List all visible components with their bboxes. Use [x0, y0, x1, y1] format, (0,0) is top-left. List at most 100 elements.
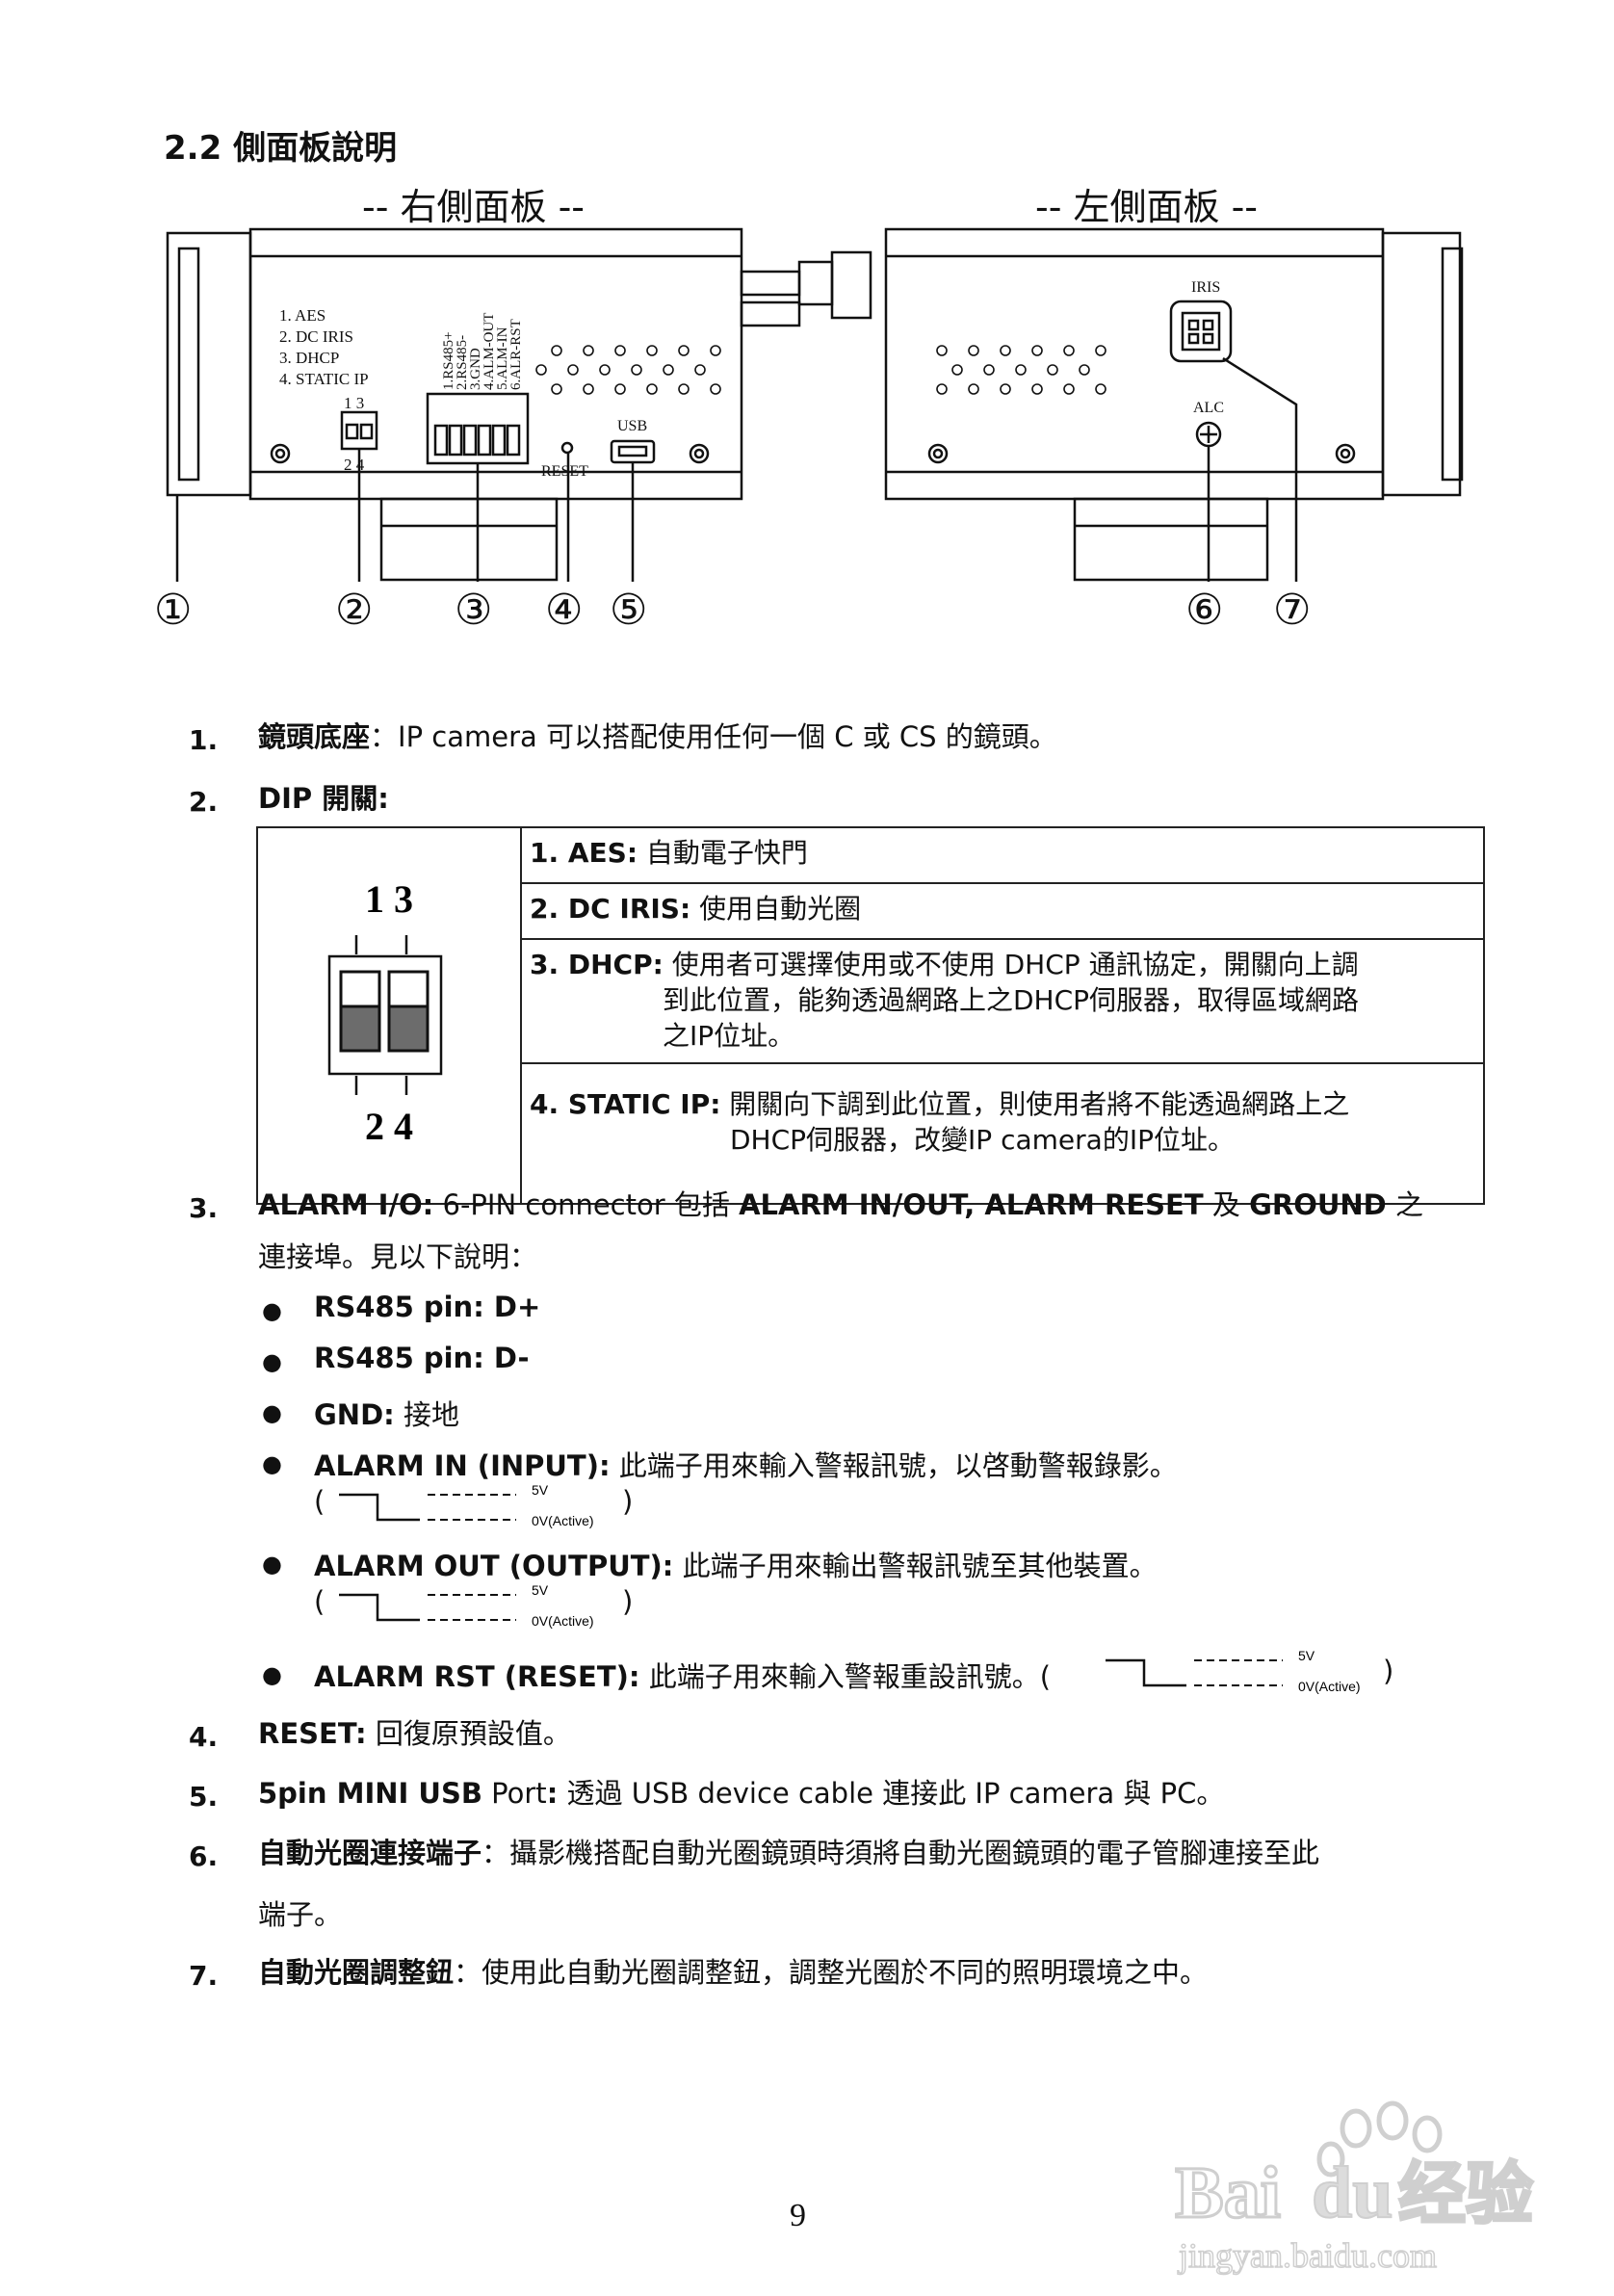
dip-legend-3: 3. DHCP: [279, 349, 339, 367]
dip-legend-4: 4. STATIC IP: [279, 370, 369, 388]
dip-top-digits: 1 3: [344, 394, 364, 412]
dip-switch-illustration: 1 3 2 4: [327, 877, 443, 1148]
dip-legend-2: 2. DC IRIS: [279, 327, 353, 346]
dip-row-aes: 1. AES: 自動電子快門: [520, 826, 1485, 884]
item-1-text: ：IP camera 可以搭配使用任何一個 C 或 CS 的鏡頭。: [370, 720, 1057, 753]
dip-row-dhcp-label: 3. DHCP:: [530, 949, 664, 980]
lens-mount-left: [1381, 231, 1462, 497]
item-4-text: 回復原預設值。: [366, 1717, 571, 1750]
dip-row-static-text2: DHCP伺服器，改變IP camera的IP位址。: [730, 1123, 1235, 1156]
bullet-icon: ●: [262, 1348, 282, 1375]
dip-row-dhcp: 3. DHCP: 使用者可選擇使用或不使用 DHCP 通訊協定，開關向上調 到此…: [520, 938, 1485, 1064]
signal-3-waveform: 5V 0V(Active): [1106, 1649, 1361, 1694]
pin-label-5: 5.ALM-IN: [495, 326, 510, 390]
dip-illus-bottom-digits: 2 4: [365, 1105, 413, 1148]
left-panel-caption: -- 左側面板 --: [1035, 186, 1259, 228]
alc-label: ALC: [1193, 400, 1224, 416]
item-6-line2: 端子。: [258, 1898, 343, 1931]
item-6-number: 6.: [189, 1840, 219, 1872]
bullet-icon: ●: [262, 1399, 282, 1426]
dip-switch-table: 1 3 2 4 1. AES: 自動電子快門 2. DC IRIS: 使用自動光…: [256, 826, 1485, 1205]
reset-label: RESET: [541, 463, 588, 480]
bullet-alarm-in-label: ALARM IN (INPUT):: [314, 1449, 611, 1482]
bullet-rs485-plus-label: RS485 pin: D+: [314, 1291, 541, 1323]
pin-label-6: 6.ALR-RST: [508, 319, 524, 390]
signal-1-open: (: [314, 1485, 325, 1518]
watermark-url: jingyan.baidu.com: [1177, 2236, 1437, 2275]
bullet-alarm-rst-label: ALARM RST (RESET):: [314, 1660, 640, 1693]
callout-5: ⑤: [610, 587, 647, 634]
item-4-number: 4.: [189, 1721, 219, 1753]
dip-row-aes-text: 自動電子快門: [638, 837, 808, 869]
bullet-rs485-plus: RS485 pin: D+: [314, 1291, 540, 1323]
side-panel-diagram: 1. AES 2. DC IRIS 3. DHCP 4. STATIC IP 1…: [154, 227, 1464, 634]
bullet-alarm-rst-text: 此端子用來輸入警報重設訊號。(: [639, 1660, 1052, 1693]
item-1-title: 鏡頭底座: [258, 720, 371, 753]
signal-3-high: 5V: [1298, 1649, 1315, 1663]
callout-3: ③: [455, 587, 492, 634]
left-camera-body: [884, 227, 1385, 501]
item-5-number: 5.: [189, 1781, 219, 1813]
item-3: ALARM I/O: 6-PIN connector 包括 ALARM IN/O…: [258, 1185, 1423, 1227]
section-title: 2.2 側面板說明: [164, 129, 398, 168]
item-5-title: 5pin MINI USB: [258, 1777, 482, 1810]
usb-port: [610, 439, 656, 464]
dip-row-dhcp-text3: 之IP位址。: [663, 1019, 795, 1052]
item-2-title: DIP 開關:: [258, 782, 389, 815]
pin-label-2: 2.RS485-: [455, 335, 470, 390]
signal-1-close: ): [622, 1485, 634, 1518]
item-1-number: 1.: [189, 724, 219, 756]
dip-row-dciris: 2. DC IRIS: 使用自動光圈: [520, 882, 1485, 940]
bullet-gnd-text: 接地: [394, 1398, 459, 1431]
bullet-icon: ●: [262, 1450, 282, 1477]
pin-label-4: 4.ALM-OUT: [482, 313, 497, 390]
bullet-alarm-out-label: ALARM OUT (OUTPUT):: [314, 1550, 674, 1582]
usb-label: USB: [617, 418, 647, 434]
right-panel-caption: -- 右側面板 --: [362, 186, 586, 228]
item-7-text: ：使用此自動光圈調整鈕，調整光圈於不同的照明環境之中。: [454, 1956, 1209, 1989]
iris-connector: [1169, 300, 1233, 363]
item-3-title: ALARM I/O:: [258, 1188, 434, 1221]
signal-2-close: ): [622, 1585, 634, 1618]
bullet-alarm-in: ALARM IN (INPUT): 此端子用來輸入警報訊號，以啓動警報錄影。: [314, 1444, 1178, 1484]
baidu-watermark: Bai du 经验 jingyan.baidu.com: [1174, 2100, 1560, 2296]
iris-label: IRIS: [1191, 279, 1220, 296]
item-3-line2: 連接埠。見以下說明：: [258, 1240, 538, 1273]
dip-row-dciris-label: 2. DC IRIS:: [530, 893, 691, 925]
signal-2-open: (: [314, 1585, 325, 1618]
callout-1: ①: [154, 587, 192, 634]
item-5: 5pin MINI USB Port: 透過 USB device cable …: [258, 1773, 1224, 1815]
item-3-text2: 及: [1203, 1188, 1250, 1221]
bullet-alarm-out: ALARM OUT (OUTPUT): 此端子用來輸出警報訊號至其他裝置。: [314, 1544, 1158, 1584]
signal-2-high: 5V: [532, 1583, 549, 1598]
signal-2-low: 0V(Active): [532, 1613, 594, 1629]
dip-row-static-label: 4. STATIC IP:: [530, 1087, 721, 1120]
dip-row-dhcp-text2: 到此位置，能夠透過網路上之DHCP伺服器，取得區域網路: [663, 983, 1360, 1016]
callout-4: ④: [545, 587, 583, 634]
pin-label-1: 1.RS485+: [441, 331, 456, 390]
bullet-alarm-in-text: 此端子用來輸入警報訊號，以啓動警報錄影。: [610, 1449, 1178, 1482]
item-5-colon: :: [546, 1777, 559, 1810]
callout-7: ⑦: [1273, 587, 1311, 634]
bullet-icon: ●: [262, 1297, 282, 1324]
bullet-alarm-out-text: 此端子用來輸出警報訊號至其他裝置。: [673, 1550, 1158, 1582]
dip-illus-top-digits: 1 3: [365, 877, 413, 921]
bullet-icon: ●: [262, 1661, 282, 1688]
signal-2-waveform: 5V 0V(Active): [339, 1583, 594, 1629]
dip-row-aes-label: 1. AES:: [530, 837, 638, 869]
dip-row-static: 4. STATIC IP: 開關向下調到此位置，則使用者將不能透過網路上之 DH…: [520, 1061, 1485, 1205]
callout-6: ⑥: [1185, 587, 1223, 634]
item-6-title: 自動光圈連接端子: [258, 1837, 482, 1869]
item-4: RESET: 回復原預設值。: [258, 1713, 571, 1756]
item-3-bold2: GROUND: [1249, 1188, 1387, 1221]
pin-label-3: 3.GND: [468, 348, 483, 390]
signal-3-close: ): [1383, 1655, 1394, 1687]
dip-row-dhcp-text: 使用者可選擇使用或不使用 DHCP 通訊協定，開關向上調: [663, 949, 1359, 980]
dip-row-dciris-text: 使用自動光圈: [690, 893, 862, 925]
bullet-rs485-minus: RS485 pin: D-: [314, 1342, 530, 1374]
signal-1-low: 0V(Active): [532, 1513, 594, 1528]
item-3-text3: 之: [1386, 1188, 1423, 1221]
item-3-bold1: ALARM IN/OUT, ALARM RESET: [739, 1188, 1204, 1221]
dip-bottom-digits: 2 4: [344, 456, 365, 474]
item-4-title: RESET:: [258, 1717, 367, 1750]
